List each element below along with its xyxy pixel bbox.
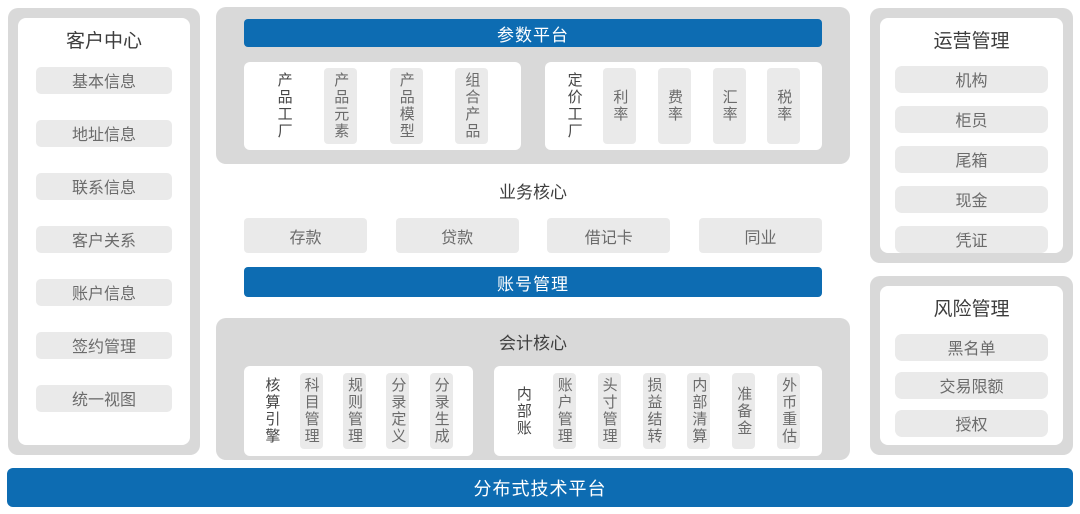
module-chip-contact-info: 联系信息 [36, 172, 172, 200]
module-chip-interbank: 同业 [698, 218, 822, 253]
distributed-platform-bar: 分布式技术平台 [7, 468, 1073, 507]
internal-account-label: 内部账 [514, 385, 532, 437]
accounting-cards-row: 核算引擎 科目管理 规则管理 分录定义 分录生成 内部账 账户管理 头寸管理 损… [244, 366, 822, 456]
module-chip-teller: 柜员 [895, 105, 1048, 133]
risk-items: 黑名单 交易限额 授权 [880, 322, 1063, 437]
product-factory-label: 产品工厂 [275, 72, 293, 140]
operations-items: 机构 柜员 尾箱 现金 凭证 [880, 54, 1063, 253]
module-chip-pnl-carryover: 损益结转 [642, 373, 666, 449]
risk-title: 风险管理 [933, 299, 1010, 320]
customer-center-items: 基本信息 地址信息 联系信息 客户关系 账户信息 签约管理 统一视图 [18, 54, 190, 412]
module-chip-address-info: 地址信息 [36, 119, 172, 147]
module-chip-voucher: 凭证 [895, 225, 1048, 253]
module-chip-tax-rate: 税率 [767, 68, 801, 144]
accounting-core-panel: 会计核心 核算引擎 科目管理 规则管理 分录定义 分录生成 内部账 账户管理 头… [216, 318, 850, 460]
business-core-title: 业务核心 [499, 183, 567, 202]
accounting-engine-card: 核算引擎 科目管理 规则管理 分录定义 分录生成 [244, 366, 473, 456]
module-chip-account-mgmt: 账户管理 [552, 373, 576, 449]
business-core-row: 存款 贷款 借记卡 同业 [244, 218, 822, 253]
module-chip-blacklist: 黑名单 [895, 333, 1048, 361]
module-chip-combined-product: 组合产品 [455, 68, 489, 144]
module-chip-fx-revaluation: 外币重估 [777, 373, 801, 449]
module-chip-exchange-rate: 汇率 [712, 68, 746, 144]
module-chip-subject-mgmt: 科目管理 [299, 373, 323, 449]
customer-center-card: 客户中心 基本信息 地址信息 联系信息 客户关系 账户信息 签约管理 统一视图 [18, 18, 190, 445]
module-chip-debit-card: 借记卡 [547, 218, 671, 253]
module-chip-cash-box: 尾箱 [895, 145, 1048, 173]
module-chip-position-mgmt: 头寸管理 [597, 373, 621, 449]
module-chip-reserve: 准备金 [732, 373, 756, 449]
module-chip-cash: 现金 [895, 185, 1048, 213]
module-chip-entry-generation: 分录生成 [429, 373, 453, 449]
module-chip-customer-relation: 客户关系 [36, 225, 172, 253]
pricing-factory-label: 定价工厂 [565, 72, 583, 140]
product-factory-card: 产品工厂 产品元素 产品模型 组合产品 [244, 62, 521, 150]
account-management-bar: 账号管理 [244, 267, 822, 297]
module-chip-basic-info: 基本信息 [36, 66, 172, 94]
module-chip-loan: 贷款 [395, 218, 519, 253]
customer-center-panel: 客户中心 基本信息 地址信息 联系信息 客户关系 账户信息 签约管理 统一视图 [8, 8, 200, 455]
risk-panel: 风险管理 黑名单 交易限额 授权 [870, 276, 1073, 455]
module-chip-authorization: 授权 [895, 409, 1048, 437]
module-chip-rule-mgmt: 规则管理 [342, 373, 366, 449]
parameter-platform-bar: 参数平台 [244, 19, 822, 47]
risk-card: 风险管理 黑名单 交易限额 授权 [880, 286, 1063, 445]
parameter-cards-row: 产品工厂 产品元素 产品模型 组合产品 定价工厂 利率 费率 汇率 税率 [244, 62, 822, 150]
module-chip-entry-definition: 分录定义 [386, 373, 410, 449]
internal-account-card: 内部账 账户管理 头寸管理 损益结转 内部清算 准备金 外币重估 [494, 366, 822, 456]
module-chip-contract-mgmt: 签约管理 [36, 331, 172, 359]
customer-center-title: 客户中心 [65, 31, 142, 52]
operations-card: 运营管理 机构 柜员 尾箱 现金 凭证 [880, 18, 1063, 253]
module-chip-account-info: 账户信息 [36, 278, 172, 306]
module-chip-product-element: 产品元素 [324, 68, 358, 144]
accounting-core-title: 会计核心 [499, 334, 567, 353]
operations-title: 运营管理 [933, 31, 1010, 52]
operations-panel: 运营管理 机构 柜员 尾箱 现金 凭证 [870, 8, 1073, 263]
module-chip-deposit: 存款 [244, 218, 367, 253]
module-chip-fee-rate: 费率 [657, 68, 691, 144]
module-chip-product-model: 产品模型 [389, 68, 423, 144]
module-chip-transaction-limit: 交易限额 [895, 371, 1048, 399]
module-chip-unified-view: 统一视图 [36, 384, 172, 412]
middle-column: 参数平台 产品工厂 产品元素 产品模型 组合产品 定价工厂 利率 费率 汇率 税… [216, 7, 850, 460]
module-chip-institution: 机构 [895, 65, 1048, 93]
module-chip-interest-rate: 利率 [603, 68, 637, 144]
parameter-platform-panel: 参数平台 产品工厂 产品元素 产品模型 组合产品 定价工厂 利率 费率 汇率 税… [216, 7, 850, 164]
module-chip-internal-clearing: 内部清算 [687, 373, 711, 449]
pricing-factory-card: 定价工厂 利率 费率 汇率 税率 [545, 62, 822, 150]
accounting-engine-label: 核算引擎 [263, 377, 281, 445]
